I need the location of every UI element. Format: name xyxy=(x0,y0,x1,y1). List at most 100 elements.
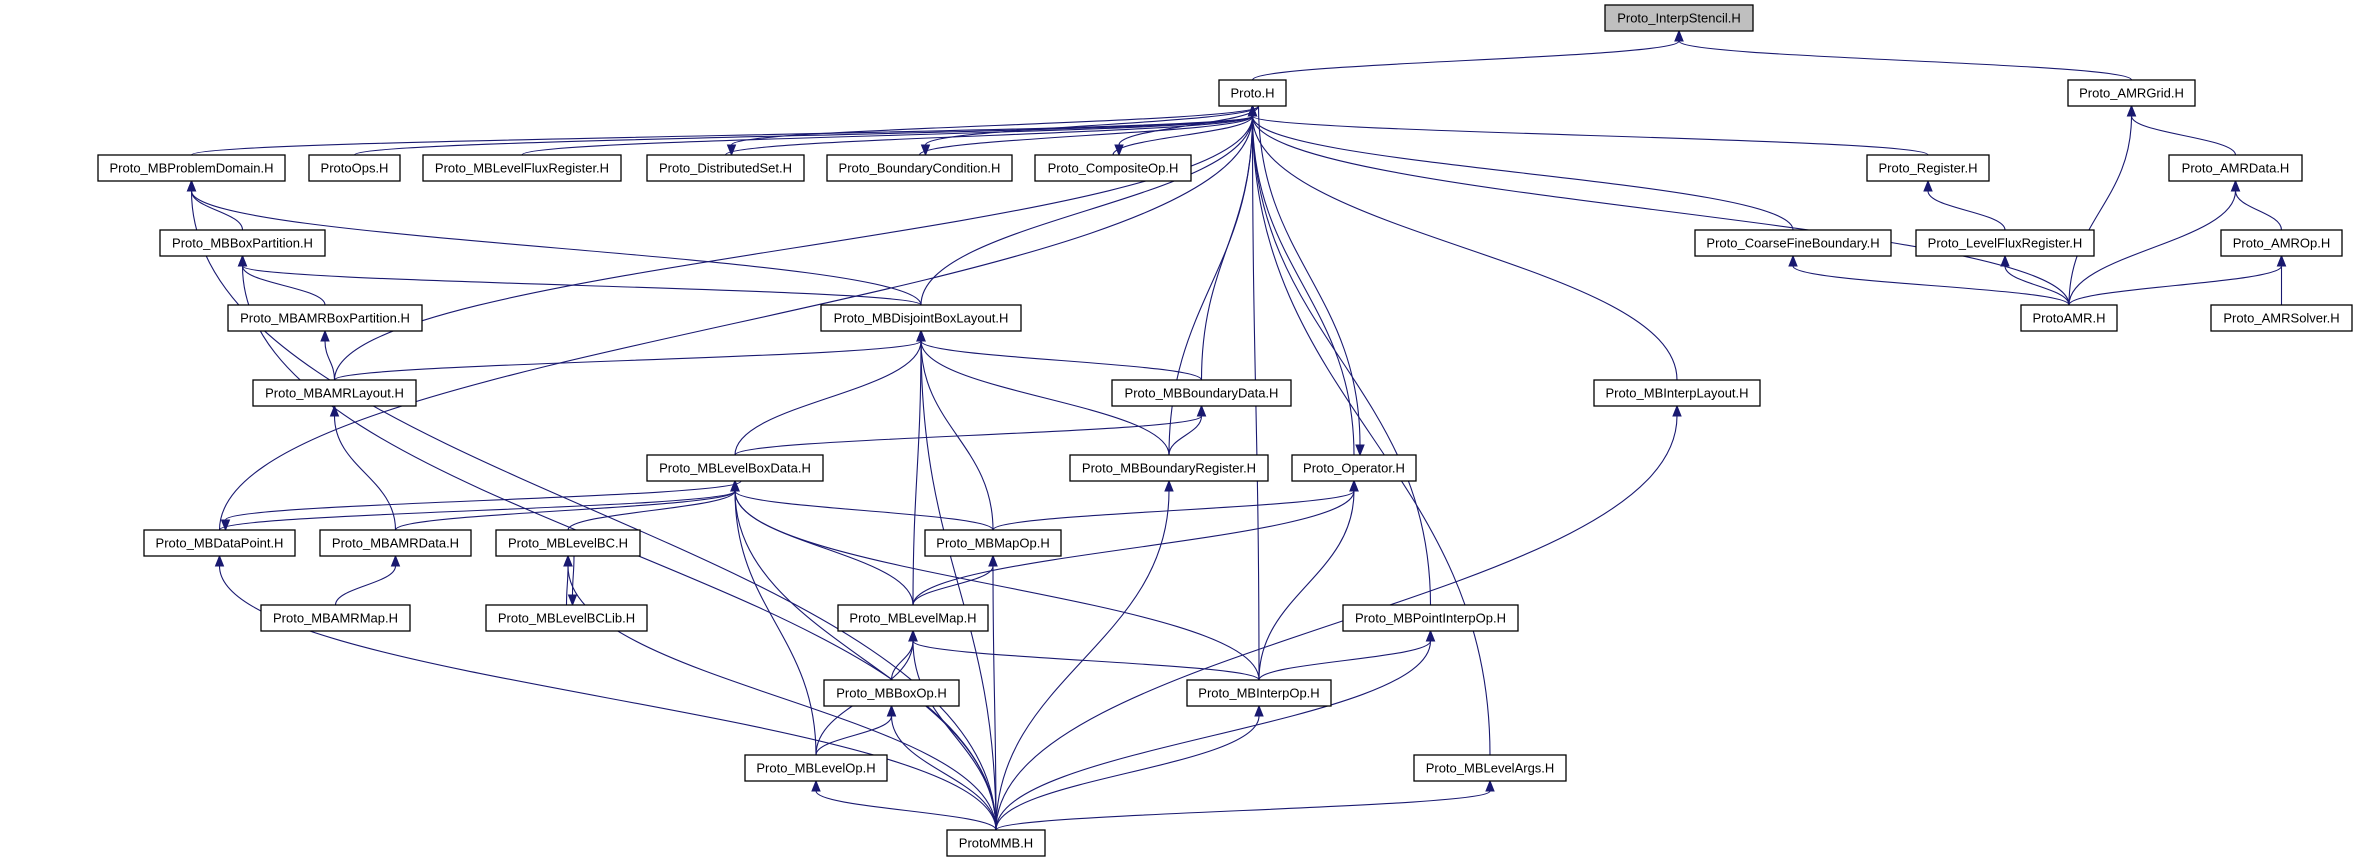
node-label: Proto_MBLevelBC.H xyxy=(508,536,628,551)
node-mblevelbc[interactable]: Proto_MBLevelBC.H xyxy=(495,529,641,557)
node-mbamrmap[interactable]: Proto_MBAMRMap.H xyxy=(260,604,411,632)
node-mbmapop[interactable]: Proto_MBMapOp.H xyxy=(924,529,1062,557)
node-mblevelboxdata[interactable]: Proto_MBLevelBoxData.H xyxy=(646,454,824,482)
edge-amrdata-to-amrgrid xyxy=(2130,115,2237,156)
node-amrdata[interactable]: Proto_AMRData.H xyxy=(2168,154,2303,182)
arrowhead-protommb-to-mbdatapoint xyxy=(214,554,225,567)
edge-protommb-to-mbinterpop xyxy=(995,715,1260,831)
edge-mblevelboxdata-to-mbdisjointboxlayout xyxy=(734,340,922,456)
edge-mbdatapoint-to-proto xyxy=(218,115,1254,531)
node-mbboxop[interactable]: Proto_MBBoxOp.H xyxy=(823,679,960,707)
node-box xyxy=(820,304,1022,332)
node-box xyxy=(646,454,824,482)
edge-mbmapop-to-mblevelboxdata xyxy=(734,490,994,531)
edge-protommb-to-mbmapop xyxy=(992,565,997,831)
edge-proto-to-operator xyxy=(1257,105,1361,446)
edge-mbdatapoint-to-mblevelboxdata xyxy=(218,490,736,531)
node-boundarycondition[interactable]: Proto_BoundaryCondition.H xyxy=(826,154,1013,182)
node-label: Proto_MBProblemDomain.H xyxy=(109,161,273,176)
edge-protoamr-to-coarsefineboundary xyxy=(1792,265,2070,306)
node-mbproblemdomain[interactable]: Proto_MBProblemDomain.H xyxy=(97,154,286,182)
edge-mbdisjointboxlayout-to-mbboxpartition xyxy=(241,265,922,306)
node-box xyxy=(422,154,622,182)
edge-mbpointinterpop-to-proto xyxy=(1251,115,1432,606)
edge-protommb-to-mblevelop xyxy=(815,790,997,831)
arrowhead-protommb-to-mbboxop xyxy=(886,704,897,717)
node-interpstencil[interactable]: Proto_InterpStencil.H xyxy=(1604,4,1754,32)
arrowhead-mbinterpop-to-operator xyxy=(1349,479,1359,492)
node-mbinterplayout[interactable]: Proto_MBInterpLayout.H xyxy=(1593,379,1761,407)
node-label: Proto_CompositeOp.H xyxy=(1048,161,1179,176)
node-amrgrid[interactable]: Proto_AMRGrid.H xyxy=(2067,79,2196,107)
edge-proto-to-interpstencil xyxy=(1251,40,1680,81)
edge-proto-to-boundarycondition xyxy=(924,105,1260,146)
node-mblevelmap[interactable]: Proto_MBLevelMap.H xyxy=(837,604,989,632)
node-protommb[interactable]: ProtoMMB.H xyxy=(946,829,1046,857)
node-operator[interactable]: Proto_Operator.H xyxy=(1291,454,1417,482)
node-mbboundaryregister[interactable]: Proto_MBBoundaryRegister.H xyxy=(1069,454,1269,482)
arrowhead-protommb-to-mblevelmap xyxy=(908,629,918,642)
arrowhead-protommb-to-mblevelop xyxy=(811,779,821,792)
node-mbboundarydata[interactable]: Proto_MBBoundaryData.H xyxy=(1111,379,1292,407)
node-protoamr[interactable]: ProtoAMR.H xyxy=(2020,304,2118,332)
node-mblevelbclib[interactable]: Proto_MBLevelBCLib.H xyxy=(485,604,648,632)
node-mbpointinterpop[interactable]: Proto_MBPointInterpOp.H xyxy=(1342,604,1519,632)
node-register[interactable]: Proto_Register.H xyxy=(1866,154,1990,182)
node-coarsefineboundary[interactable]: Proto_CoarseFineBoundary.H xyxy=(1694,229,1892,257)
node-label: Proto_MBDisjointBoxLayout.H xyxy=(834,311,1009,326)
node-label: Proto_MBAMRBoxPartition.H xyxy=(240,311,410,326)
node-mbamrlayout[interactable]: Proto_MBAMRLayout.H xyxy=(252,379,417,407)
edge-protoamr-to-proto xyxy=(1251,115,2070,306)
edge-mblevelbc-to-mblevelbclib xyxy=(571,555,575,596)
node-box xyxy=(1593,379,1761,407)
node-mbdatapoint[interactable]: Proto_MBDataPoint.H xyxy=(143,529,296,557)
node-amrop[interactable]: Proto_AMROp.H xyxy=(2220,229,2343,257)
node-box xyxy=(1866,154,1990,182)
node-mbboxpartition[interactable]: Proto_MBBoxPartition.H xyxy=(159,229,326,257)
arrowhead-levelfluxregister-to-register xyxy=(1923,179,1933,192)
node-label: Proto_MBAMRMap.H xyxy=(273,611,398,626)
node-label: Proto_MBLevelFluxRegister.H xyxy=(435,161,609,176)
node-label: Proto_MBDataPoint.H xyxy=(156,536,284,551)
node-protoops[interactable]: ProtoOps.H xyxy=(308,154,401,182)
node-mblevelargs[interactable]: Proto_MBLevelArgs.H xyxy=(1413,754,1567,782)
edge-mbboundaryregister-to-mbdisjointboxlayout xyxy=(920,340,1170,456)
node-proto[interactable]: Proto.H xyxy=(1218,79,1287,107)
arrowhead-protommb-to-mbinterpop xyxy=(1254,704,1264,717)
node-box xyxy=(1915,229,2095,257)
arrowhead-mbamrdata-to-mbamrlayout xyxy=(329,404,340,417)
node-box xyxy=(646,154,805,182)
node-amrsolver[interactable]: Proto_AMRSolver.H xyxy=(2210,304,2353,332)
edge-proto-to-distributedset xyxy=(730,105,1260,146)
edge-mblevelmap-to-mbdisjointboxlayout xyxy=(912,340,922,606)
arrowhead-proto-to-boundarycondition xyxy=(920,144,931,157)
arrowhead-protommb-to-mblevelargs xyxy=(1485,779,1495,792)
node-box xyxy=(2020,304,2118,332)
node-mblevelop[interactable]: Proto_MBLevelOp.H xyxy=(744,754,888,782)
node-mbamrboxpartition[interactable]: Proto_MBAMRBoxPartition.H xyxy=(227,304,423,332)
node-box xyxy=(1342,604,1519,632)
edge-mblevelop-to-mbboxop xyxy=(815,715,893,756)
node-box xyxy=(97,154,286,182)
edge-mblevelargs-to-proto xyxy=(1251,115,1491,756)
node-compositeop[interactable]: Proto_CompositeOp.H xyxy=(1034,154,1192,182)
arrowhead-protommb-to-mbpointinterpop xyxy=(1425,629,1436,642)
node-label: Proto_MBBoxOp.H xyxy=(836,686,947,701)
edge-protoamr-to-amrdata xyxy=(2068,190,2237,306)
node-label: Proto_MBBoundaryData.H xyxy=(1125,386,1279,401)
node-mbdisjointboxlayout[interactable]: Proto_MBDisjointBoxLayout.H xyxy=(820,304,1022,332)
node-label: Proto_MBLevelBoxData.H xyxy=(659,461,811,476)
node-mblevelfluxregister[interactable]: Proto_MBLevelFluxRegister.H xyxy=(422,154,622,182)
node-label: ProtoMMB.H xyxy=(959,836,1033,851)
arrowhead-protommb-to-mbdisjointboxlayout xyxy=(916,329,926,342)
node-mbinterpop[interactable]: Proto_MBInterpOp.H xyxy=(1186,679,1332,707)
node-mbamrdata[interactable]: Proto_MBAMRData.H xyxy=(319,529,472,557)
edge-protommb-to-mblevelmap xyxy=(912,640,997,831)
arrowhead-proto-to-distributedset xyxy=(726,144,737,157)
node-levelfluxregister[interactable]: Proto_LevelFluxRegister.H xyxy=(1915,229,2095,257)
edge-mblevelfluxregister-to-proto xyxy=(521,115,1254,156)
node-distributedset[interactable]: Proto_DistributedSet.H xyxy=(646,154,805,182)
node-label: Proto_LevelFluxRegister.H xyxy=(1928,236,2083,251)
edge-mbboundarydata-to-mbdisjointboxlayout xyxy=(920,340,1203,381)
